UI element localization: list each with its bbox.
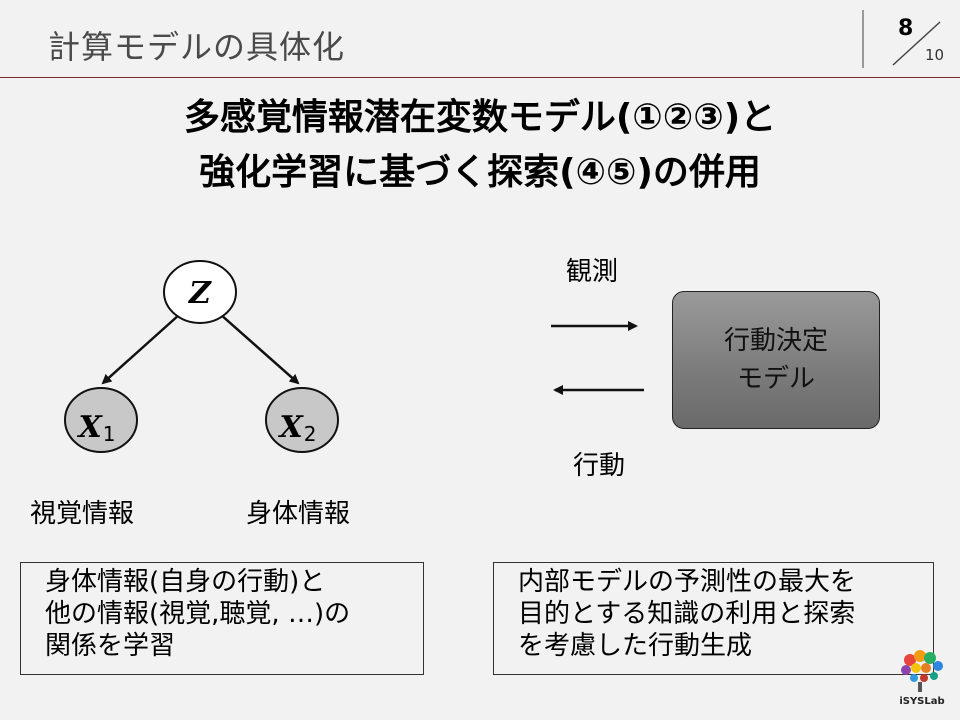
header-rule	[0, 77, 960, 78]
caption-body-info: 身体情報	[246, 499, 351, 529]
note-right-line-3: を考慮した行動生成	[518, 631, 753, 661]
edge-z-x1	[101, 313, 181, 385]
svg-text:X2: X2	[277, 410, 316, 446]
headline-line-1: 多感覚情報潜在変数モデル(①②③)と	[183, 97, 777, 138]
node-z: Z	[163, 260, 237, 324]
header-divider	[862, 10, 864, 68]
note-right-line-2: 目的とする知識の利用と探索	[518, 599, 856, 629]
note-right: 内部モデルの予測性の最大を 目的とする知識の利用と探索 を考慮した行動生成	[493, 562, 934, 675]
decision-model-box: 行動決定 モデル	[672, 291, 880, 429]
slide-title: 計算モデルの具体化	[48, 28, 346, 66]
act-label: 行動	[573, 451, 625, 481]
edge-z-x2	[219, 313, 300, 385]
headline-line-2: 強化学習に基づく探索(④⑤)の併用	[199, 152, 761, 193]
note-left-line-3: 関係を学習	[45, 631, 176, 661]
headline: 多感覚情報潜在変数モデル(①②③)と 強化学習に基づく探索(④⑤)の併用	[0, 90, 960, 200]
svg-text:X1: X1	[76, 410, 115, 446]
decision-model-line-1: 行動決定	[723, 326, 828, 356]
slide-header: 計算モデルの具体化 8 10	[0, 0, 960, 78]
decision-model-line-2: モデル	[736, 364, 815, 394]
note-left-line-1: 身体情報(自身の行動)と	[45, 567, 326, 597]
page-number-current: 8	[898, 16, 914, 41]
node-x2: X2	[265, 387, 339, 453]
logo-text: iSYSLab	[899, 696, 944, 707]
note-right-line-1: 内部モデルの予測性の最大を	[518, 567, 857, 597]
page-number-total: 10	[925, 46, 945, 64]
node-x2-subscript: 2	[304, 422, 317, 446]
note-left: 身体情報(自身の行動)と 他の情報(視覚,聴覚, …)の 関係を学習	[20, 562, 424, 675]
note-left-line-2: 他の情報(視覚,聴覚, …)の	[45, 599, 351, 629]
caption-visual-info: 視覚情報	[30, 499, 135, 529]
node-x1-subscript: 1	[103, 422, 116, 446]
node-x1: X1	[64, 387, 138, 453]
isyslab-logo: iSYSLab	[899, 650, 945, 707]
observe-label: 観測	[566, 257, 618, 287]
node-x1-symbol: X	[76, 410, 103, 445]
node-z-label: Z	[188, 276, 212, 311]
page-number-slash	[892, 21, 941, 66]
node-x2-symbol: X	[277, 410, 304, 445]
